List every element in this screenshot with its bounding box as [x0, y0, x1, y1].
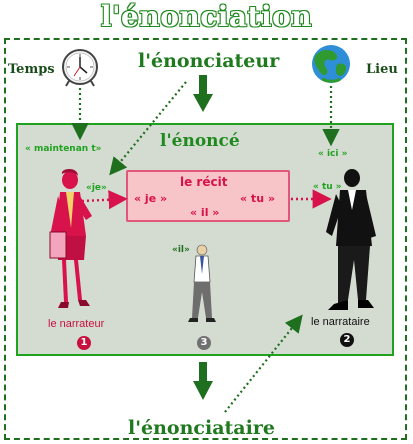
down-arrow-enonciateur: [193, 75, 213, 112]
enonce-label: l'énoncé: [160, 131, 240, 151]
number-badge-1: 1: [77, 336, 91, 350]
enonciataire-label: l'énonciataire: [128, 417, 275, 439]
temps-label: Temps: [8, 62, 55, 77]
globe-icon: [312, 45, 350, 83]
page-title: l'énonciation: [100, 0, 313, 33]
man-figure: [326, 169, 376, 310]
woman-figure: [49, 169, 92, 308]
recit-il: « il »: [190, 206, 220, 219]
recit-tu: « tu »: [240, 192, 275, 205]
il-tag: «il»: [172, 245, 190, 255]
down-arrow-enonciataire: [193, 362, 213, 400]
tu-tag: « tu »: [313, 182, 342, 192]
enonciateur-label: l'énonciateur: [138, 50, 280, 72]
maintenant-label: « maintenan t»: [25, 144, 102, 154]
narrateur-caption: le narrateur: [48, 318, 105, 330]
enonciateur-to-narrateur-arrow: [109, 81, 187, 176]
clock-icon: [62, 49, 98, 87]
narrataire-to-enonciataire-arrow: [224, 314, 303, 413]
je-tag: «je»: [86, 183, 107, 193]
recit-je: « je »: [134, 192, 168, 205]
enonciation-frame: [4, 38, 407, 440]
small-man-figure: [188, 244, 216, 322]
narrataire-caption: le narrataire: [311, 316, 370, 328]
lieu-label: Lieu: [366, 62, 398, 77]
number-badge-2: 2: [340, 333, 354, 347]
ici-label: « ici »: [318, 149, 348, 159]
je-arrow: [81, 190, 128, 210]
recit-title: le récit: [180, 175, 228, 189]
number-badge-3: 3: [197, 336, 211, 350]
